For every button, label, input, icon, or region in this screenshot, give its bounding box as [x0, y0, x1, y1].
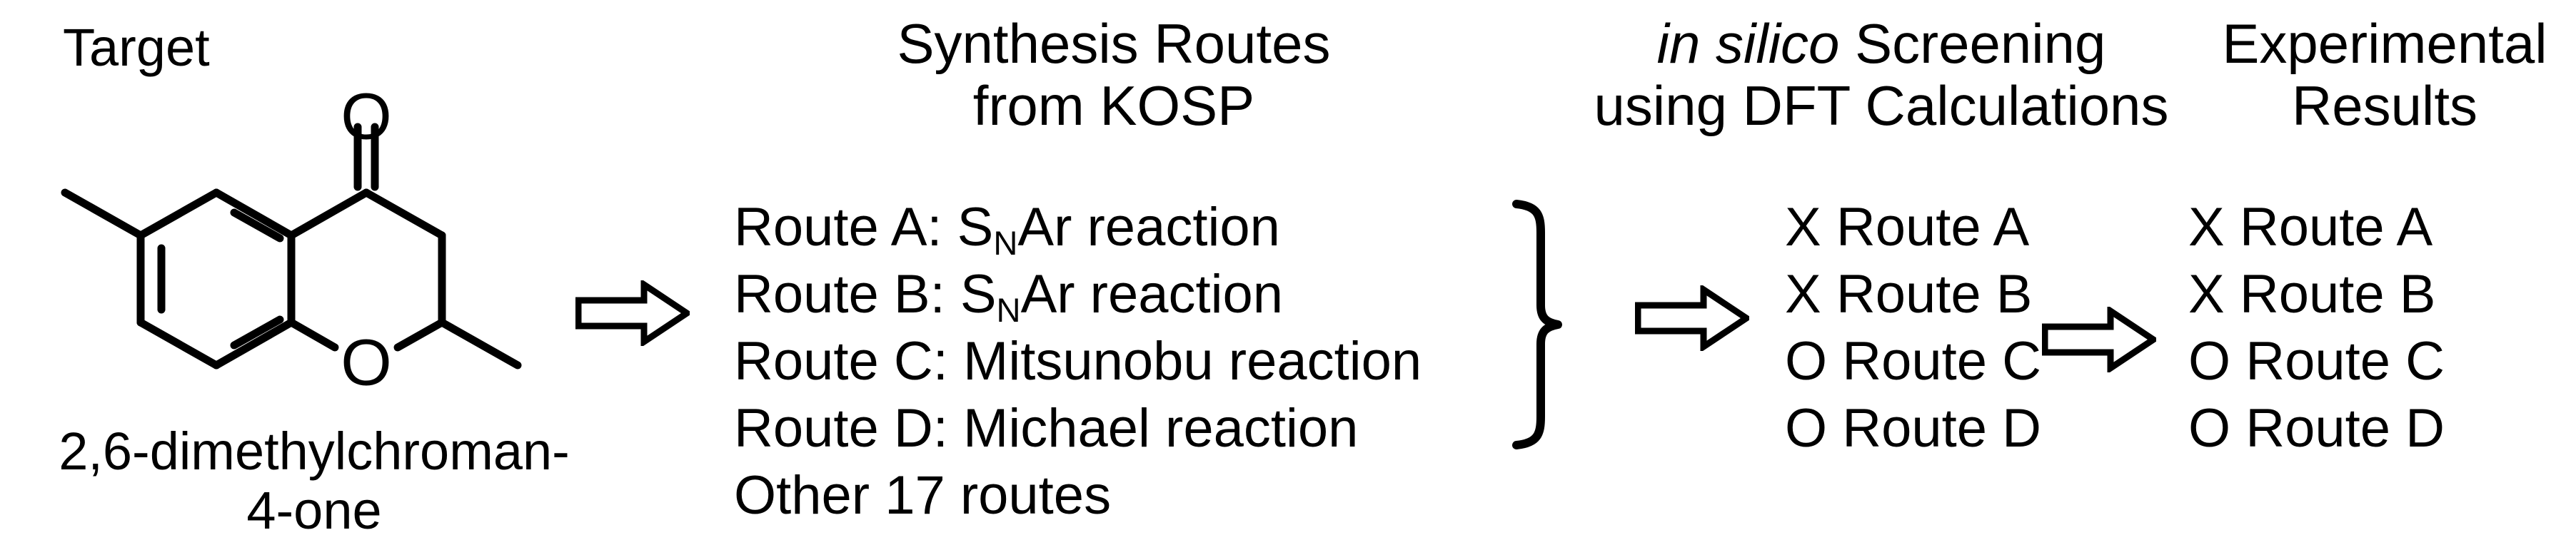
target-molecule-structure: O O: [43, 80, 543, 432]
target-to-routes-arrow: [575, 280, 690, 346]
molecule-caption: 2,6-dimethylchroman- 4-one: [0, 422, 628, 541]
ring-oxygen-label: O: [341, 326, 392, 399]
in-silico-mark-c: O: [1785, 331, 1828, 392]
synthesis-routes-header-line1: Synthesis Routes: [897, 12, 1331, 75]
in-silico-results-list: X Route A X Route B O Route C O Route D: [1785, 194, 2041, 462]
methyl-at-c6: [61, 188, 145, 240]
ketone-oxygen-label: O: [341, 93, 392, 153]
arrow-outline: [575, 280, 690, 346]
synthesis-routes-header: Synthesis Routes from KOSP: [842, 12, 1385, 138]
experimental-result-row: O Route D: [2188, 395, 2445, 462]
molecule-caption-line1: 2,6-dimethylchroman-: [59, 422, 570, 481]
in-silico-result-row: X Route A: [1785, 194, 2041, 261]
benzene-inner-bond-2: [230, 208, 284, 243]
in-silico-mark-a: X: [1785, 197, 1821, 258]
in-silico-label-b: Route B: [1836, 264, 2033, 325]
route-b-prefix: Route B: S: [734, 264, 997, 325]
in-silico-result-row: O Route D: [1785, 395, 2041, 462]
screening-word: Screening: [1839, 12, 2106, 75]
experimental-results-header-line1: Experimental: [2222, 12, 2547, 75]
block-arrow-icon: [1635, 285, 1749, 351]
pyranone-bond-c4-c3: [362, 188, 446, 240]
in-silico-italic: in silico: [1656, 12, 1840, 75]
in-silico-screening-header-line2: using DFT Calculations: [1594, 74, 2169, 138]
in-silico-result-row: O Route C: [1785, 328, 2041, 395]
experimental-result-row: O Route C: [2188, 328, 2445, 395]
experimental-mark-b: X: [2188, 264, 2225, 325]
pyranone-bond-c4a-c4: [287, 188, 371, 240]
experimental-results-list: X Route A X Route B O Route C O Route D: [2188, 194, 2445, 462]
arrow-outline: [1635, 285, 1749, 351]
block-arrow-icon: [2042, 307, 2156, 372]
route-item-b: Route B: SNAr reaction: [734, 261, 1422, 328]
experimental-mark-c: O: [2188, 331, 2231, 392]
routes-to-screening-arrow: [1635, 285, 1749, 351]
route-b-suffix: Ar reaction: [1020, 264, 1284, 325]
routes-grouping-brace: [1506, 200, 1585, 453]
synthesis-routes-list: Route A: SNAr reaction Route B: SNAr rea…: [734, 194, 1422, 529]
experimental-mark-d: O: [2188, 398, 2231, 459]
route-item-a: Route A: SNAr reaction: [734, 194, 1422, 261]
experimental-result-row: X Route B: [2188, 261, 2445, 328]
experimental-mark-a: X: [2188, 197, 2225, 258]
experimental-result-row: X Route A: [2188, 194, 2445, 261]
experimental-label-d: Route D: [2245, 398, 2445, 459]
in-silico-mark-b: X: [1785, 264, 1821, 325]
curly-brace-icon: [1512, 200, 1562, 449]
route-a-subscript: N: [993, 224, 1018, 263]
experimental-label-c: Route C: [2245, 331, 2445, 392]
route-item-d: Route D: Michael reaction: [734, 398, 1359, 459]
in-silico-screening-header: in silico Screening using DFT Calculatio…: [1549, 12, 2213, 138]
route-a-suffix: Ar reaction: [1017, 197, 1280, 258]
route-b-subscript: N: [996, 291, 1021, 330]
route-a-prefix: Route A: S: [734, 197, 994, 258]
in-silico-label-a: Route A: [1836, 197, 2030, 258]
arrow-outline: [2042, 307, 2156, 372]
screening-to-experimental-arrow: [2042, 307, 2156, 372]
route-item-c: Route C: Mitsunobu reaction: [734, 331, 1422, 392]
chromanone-skeletal-svg: O O: [61, 80, 522, 399]
benzene-bond-c6-c5: [136, 188, 221, 240]
benzene-bond-c8a-c8: [212, 318, 296, 370]
benzene-inner-bond-3: [230, 315, 284, 350]
in-silico-label-c: Route C: [1842, 331, 2042, 392]
molecule-caption-line2: 4-one: [246, 480, 382, 540]
experimental-label-b: Route B: [2239, 264, 2436, 325]
target-label: Target: [63, 18, 210, 77]
benzene-bond-c8-c7: [136, 318, 221, 370]
experimental-results-header: Experimental Results: [2206, 12, 2563, 138]
in-silico-mark-d: O: [1785, 398, 1828, 459]
brace-path: [1512, 200, 1562, 449]
in-silico-screening-header-line1: in silico Screening: [1549, 12, 2213, 75]
route-item-other: Other 17 routes: [734, 465, 1112, 526]
pyranone-bond-o1-c8a: [287, 318, 339, 352]
experimental-label-a: Route A: [2239, 197, 2433, 258]
pyranone-bond-c2-o1: [393, 318, 446, 352]
synthesis-routes-header-line2: from KOSP: [972, 74, 1255, 138]
in-silico-result-row: X Route B: [1785, 261, 2041, 328]
experimental-results-header-line2: Results: [2291, 74, 2478, 138]
methyl-at-c2: [438, 318, 522, 370]
block-arrow-icon: [575, 280, 690, 346]
in-silico-label-d: Route D: [1842, 398, 2042, 459]
benzene-bond-c5-c4a: [212, 188, 296, 240]
